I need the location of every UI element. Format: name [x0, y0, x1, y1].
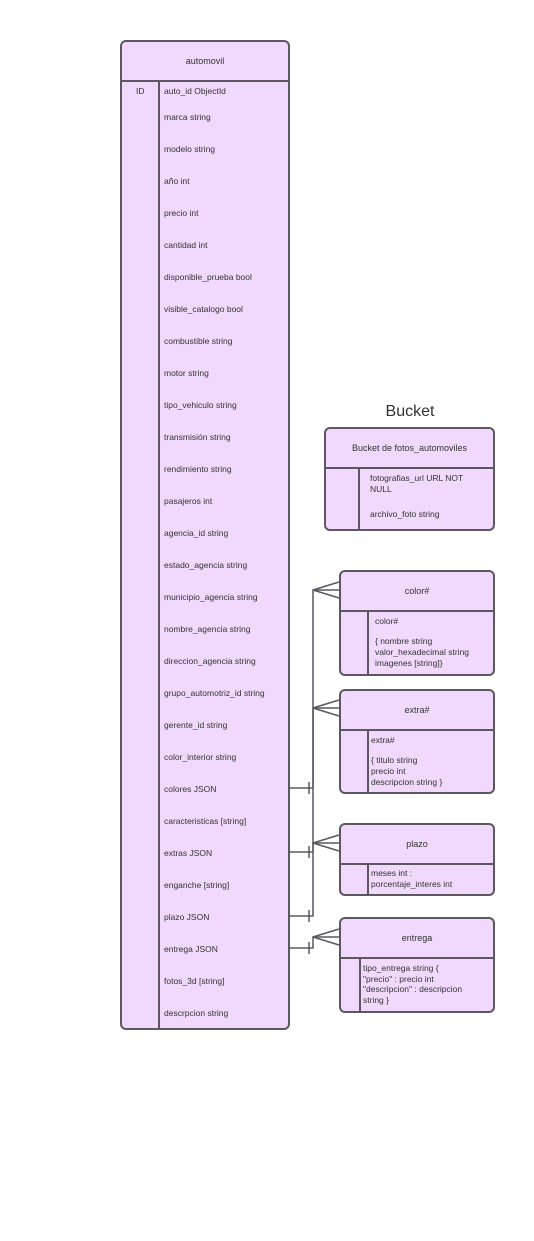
automovil-field: enganche [string]: [164, 880, 230, 890]
bucket-field-archivo: archivo_foto string: [370, 509, 440, 519]
automovil-field: visible_catalogo bool: [164, 304, 243, 314]
automovil-field: combustible string: [164, 336, 233, 346]
entrega-field-body: tipo_entrega string { "precio" : precio …: [363, 963, 463, 1005]
automovil-field: extras JSON: [164, 848, 213, 858]
plazo-field-body: meses int : porcentaje_interes int: [371, 868, 453, 889]
entrega-entity-title: entrega: [341, 919, 493, 959]
automovil-field: nombre_agencia string: [164, 624, 251, 634]
automovil-field: descrpcion string: [164, 1008, 229, 1018]
automovil-entity-title: automovil: [122, 42, 288, 82]
plazo-entity[interactable]: plazo meses int : porcentaje_interes int: [339, 823, 495, 896]
plazo-crowsfoot-icon: [312, 834, 340, 852]
automovil-field: entrega JSON: [164, 944, 218, 954]
bucket-key-column: [358, 469, 360, 529]
extra-field-body: { titulo string precio int descripcion s…: [371, 755, 443, 787]
color-entity[interactable]: color# color# { nombre string valor_hexa…: [339, 570, 495, 676]
bucket-section-title: Bucket: [385, 403, 435, 420]
automovil-field: motor string: [164, 368, 209, 378]
automovil-field: rendimiento string: [164, 464, 232, 474]
automovil-field: direccion_agencia string: [164, 656, 256, 666]
automovil-pk-label: ID: [136, 86, 145, 96]
entrega-entity[interactable]: entrega tipo_entrega string { "precio" :…: [339, 917, 495, 1013]
plazo-entity-title: plazo: [341, 825, 493, 865]
automovil-field: colores JSON: [164, 784, 217, 794]
extra-entity[interactable]: extra# extra# { titulo string precio int…: [339, 689, 495, 794]
automovil-title-text: automovil: [185, 56, 225, 66]
extra-field-name: extra#: [371, 735, 395, 745]
automovil-field: gerente_id string: [164, 720, 228, 730]
automovil-field: auto_id ObjectId: [164, 86, 226, 96]
automovil-field: modelo string: [164, 144, 216, 154]
automovil-field: grupo_automotriz_id string: [164, 688, 265, 698]
automovil-field: estado_agencia string: [164, 560, 248, 570]
bucket-entity[interactable]: Bucket de fotos_automoviles fotografias_…: [324, 427, 495, 531]
bucket-field-fotografias: fotografias_url URL NOT NULL: [370, 473, 464, 494]
automovil-entity[interactable]: automovil ID auto_id ObjectId marca strin…: [120, 40, 290, 1030]
color-title-text: color#: [404, 586, 430, 596]
extra-title-text: extra#: [404, 705, 430, 715]
automovil-field: caracteristicas [string]: [164, 816, 247, 826]
automovil-field: año int: [164, 176, 190, 186]
plazo-key-column: [367, 865, 369, 894]
colores-to-color-connector: [290, 589, 339, 789]
color-key-column: [367, 612, 369, 674]
automovil-field: transmisión string: [164, 432, 231, 442]
plazo-title-text: plazo: [406, 839, 428, 849]
bucket-entity-title: Bucket de fotos_automoviles: [326, 429, 493, 469]
automovil-field: precio int: [164, 208, 199, 218]
automovil-field: municipio_agencia string: [164, 592, 258, 602]
entrega-to-entrega-connector: [290, 936, 339, 949]
color-entity-title: color#: [341, 572, 493, 612]
extra-crowsfoot-icon: [312, 699, 340, 717]
entrega-crowsfoot-icon: [312, 928, 340, 946]
automovil-field: disponible_prueba bool: [164, 272, 252, 282]
automovil-field: agencia_id string: [164, 528, 229, 538]
entrega-key-column: [359, 959, 361, 1011]
automovil-field: pasajeros int: [164, 496, 213, 506]
bucket-title-text: Bucket de fotos_automoviles: [351, 443, 468, 453]
color-field-name: color#: [375, 616, 399, 626]
color-field-body: { nombre string valor_hexadecimal string…: [375, 636, 470, 668]
plazo-to-plazo-connector: [290, 842, 339, 917]
extras-to-extra-connector: [290, 707, 339, 853]
automovil-field: plazo JSON: [164, 912, 210, 922]
color-crowsfoot-icon: [312, 581, 340, 599]
automovil-key-column: [158, 82, 160, 1028]
automovil-field: color_interior string: [164, 752, 237, 762]
automovil-field: fotos_3d [string]: [164, 976, 225, 986]
automovil-field: tipo_vehiculo string: [164, 400, 237, 410]
extra-entity-title: extra#: [341, 691, 493, 731]
entrega-title-text: entrega: [401, 933, 433, 943]
extra-key-column: [367, 731, 369, 792]
automovil-field: marca string: [164, 112, 211, 122]
automovil-field: cantidad int: [164, 240, 208, 250]
